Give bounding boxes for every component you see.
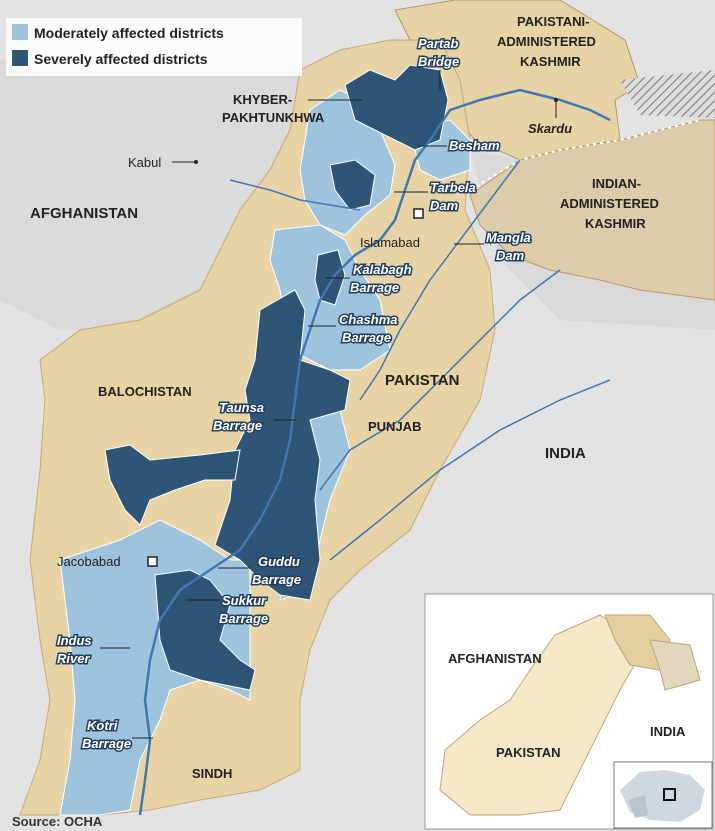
- jhelum-river: [359, 159, 521, 401]
- label-pakistani-kashmir-3: KASHMIR: [520, 54, 581, 69]
- label-skardu: Skardu: [528, 121, 572, 136]
- label-india: INDIA: [545, 445, 586, 462]
- label-islamabad: Islamabad: [360, 235, 420, 250]
- label-besham: Besham: [449, 138, 500, 153]
- label-mangla-1: Mangla: [486, 230, 531, 245]
- legend-swatch-moderate: [12, 24, 28, 40]
- inset-label-afghanistan: AFGHANISTAN: [448, 651, 542, 666]
- legend-background: [6, 18, 302, 76]
- label-indus-1: Indus: [57, 633, 92, 648]
- label-mangla-2: Dam: [496, 248, 525, 263]
- label-indian-kashmir-3: KASHMIR: [585, 216, 646, 231]
- legend-label-moderate: Moderately affected districts: [34, 25, 224, 41]
- inset-map: AFGHANISTAN PAKISTAN INDIA: [424, 593, 714, 830]
- label-chashma-2: Barrage: [342, 330, 391, 345]
- disputed-area: [620, 70, 715, 118]
- kabul-river: [229, 179, 361, 211]
- line-of-control: [469, 119, 701, 191]
- severe-districts-balochistan: [104, 444, 241, 526]
- chenab-river: [319, 269, 561, 491]
- label-kabul: Kabul: [128, 155, 161, 170]
- label-taunsa-1: Taunsa: [219, 400, 264, 415]
- label-pakistan: PAKISTAN: [385, 372, 459, 389]
- source-credit: Source: OCHA: [12, 814, 103, 829]
- islamabad-marker: [413, 208, 424, 219]
- label-partab-1: Partab: [418, 36, 459, 51]
- label-afghanistan: AFGHANISTAN: [30, 205, 138, 222]
- label-punjab: PUNJAB: [368, 419, 421, 434]
- label-partab-2: Bridge: [418, 54, 459, 69]
- label-sukkur-2: Barrage: [219, 611, 268, 626]
- label-jacobabad: Jacobabad: [57, 554, 121, 569]
- indian-kashmir-region: [469, 119, 715, 301]
- globe-landmass-2: [628, 795, 648, 818]
- legend-label-severe: Severely affected districts: [34, 51, 208, 67]
- legend: Moderately affected districts Severely a…: [6, 18, 302, 76]
- inset-label-pakistan: PAKISTAN: [496, 745, 561, 760]
- label-guddu-2: Barrage: [252, 572, 301, 587]
- inset-kashmir-india: [649, 639, 701, 691]
- label-sukkur-1: Sukkur: [222, 593, 267, 608]
- label-kotri-1: Kotri: [87, 718, 118, 733]
- label-tarbela-2: Dam: [430, 198, 459, 213]
- label-sindh: SINDH: [192, 766, 232, 781]
- severe-districts-peshawar: [329, 159, 376, 211]
- severe-districts-indus-belt: [214, 289, 351, 601]
- label-tarbela-1: Tarbela: [430, 180, 476, 195]
- globe-locator-box: [663, 788, 676, 801]
- label-guddu-1: Guddu: [258, 554, 300, 569]
- label-pakistani-kashmir-1: PAKISTANI-: [517, 14, 589, 29]
- label-kp-1: KHYBER-: [233, 92, 292, 107]
- label-taunsa-2: Barrage: [213, 418, 262, 433]
- label-kalabagh-1: Kalabagh: [353, 262, 412, 277]
- label-chashma-1: Chashma: [339, 312, 398, 327]
- kabul-marker: [194, 160, 198, 164]
- label-kotri-2: Barrage: [82, 736, 131, 751]
- label-pakistani-kashmir-2: ADMINISTERED: [497, 34, 596, 49]
- inset-label-india: INDIA: [650, 724, 686, 739]
- label-kp-2: PAKHTUNKHWA: [222, 110, 325, 125]
- legend-swatch-severe: [12, 50, 28, 66]
- jacobabad-marker: [147, 556, 158, 567]
- label-indian-kashmir-1: INDIAN-: [592, 176, 641, 191]
- severe-districts-sukkur: [154, 569, 256, 691]
- label-balochistan: BALOCHISTAN: [98, 384, 192, 399]
- label-indian-kashmir-2: ADMINISTERED: [560, 196, 659, 211]
- sutlej-river: [329, 379, 611, 561]
- label-kalabagh-2: Barrage: [350, 280, 399, 295]
- label-indus-2: River: [57, 651, 90, 666]
- indus-river: [138, 88, 611, 816]
